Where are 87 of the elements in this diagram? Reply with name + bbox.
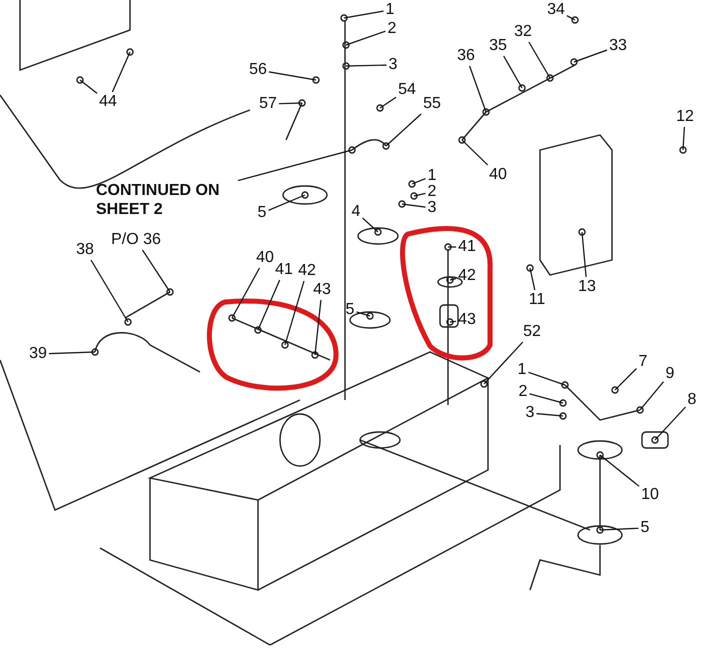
continuation-note: CONTINUED ON SHEET 2: [96, 181, 236, 219]
callout-number: 13: [578, 279, 596, 295]
leader-line: [346, 64, 387, 67]
leader-line: [386, 114, 422, 146]
callout-number: 8: [688, 392, 696, 408]
leader-line: [412, 178, 426, 185]
leader-line: [528, 42, 551, 78]
callout-number: 1: [428, 168, 436, 184]
callout-number: 40: [256, 250, 274, 266]
leader-line: [90, 260, 129, 322]
callout-number: 54: [398, 82, 416, 98]
leader-line: [600, 454, 640, 487]
leader-line: [536, 413, 564, 417]
leader-line: [80, 80, 98, 94]
leader-line: [414, 192, 426, 197]
leader-line: [469, 66, 487, 112]
callout-number: 10: [641, 487, 659, 503]
leader-line: [48, 351, 96, 354]
callout-number: 1: [518, 362, 526, 378]
leader-line: [344, 10, 384, 19]
callout-number: 56: [249, 62, 267, 78]
leader-line: [450, 320, 456, 323]
callout-number: 32: [514, 24, 532, 40]
leader-line: [284, 280, 305, 346]
callout-number: 42: [458, 268, 476, 284]
leader-line: [600, 528, 639, 531]
leader-line: [278, 102, 302, 104]
leader-line: [528, 372, 566, 386]
callout-number: 3: [526, 405, 534, 421]
leader-line: [614, 368, 637, 390]
callout-number: 3: [388, 57, 398, 73]
callout-number: 38: [76, 242, 94, 258]
callout-number: 40: [489, 167, 507, 183]
leader-line: [346, 30, 386, 46]
callout-number: 52: [523, 324, 541, 340]
callout-number: 55: [423, 96, 441, 112]
leader-line: [362, 217, 378, 232]
callout-number: 7: [638, 354, 648, 370]
callout-number: 41: [275, 262, 293, 278]
leader-line: [142, 250, 170, 292]
leader-line: [529, 268, 536, 290]
leader-line: [574, 49, 608, 63]
leader-line: [356, 311, 370, 317]
callout-number: 5: [346, 302, 354, 318]
leader-line: [682, 126, 685, 150]
callout-number: 57: [259, 96, 277, 112]
leader-line: [462, 140, 488, 166]
callout-number: 33: [609, 38, 627, 54]
leader-line: [640, 381, 664, 410]
callout-number: 2: [388, 21, 396, 37]
leader-line: [581, 232, 587, 278]
leader-line: [314, 300, 322, 356]
callout-number: 4: [352, 204, 360, 220]
callout-number: 9: [666, 366, 674, 382]
leader-line: [380, 96, 396, 108]
callout-number: 1: [386, 2, 394, 18]
leader-line: [268, 71, 316, 81]
callout-number: 3: [428, 200, 436, 216]
leader-line: [484, 342, 524, 384]
callout-number: 43: [313, 282, 331, 298]
callout-number: 44: [99, 94, 117, 110]
callout-number: 11: [528, 292, 546, 308]
callout-number: 2: [518, 384, 528, 400]
leader-line: [566, 15, 576, 21]
leader-line: [654, 406, 686, 440]
leader-line: [503, 56, 523, 88]
callout-number: 36: [457, 48, 475, 64]
callout-number: 2: [428, 184, 436, 200]
leader-line: [529, 393, 564, 404]
leader-line: [257, 280, 280, 330]
leader-line: [448, 246, 456, 248]
callout-number: 39: [29, 346, 47, 362]
callout-number: 12: [676, 109, 694, 125]
callout-number: 35: [489, 38, 507, 54]
leader-line: [402, 203, 426, 208]
leader-line: [268, 194, 306, 211]
leader-line: [238, 149, 352, 182]
callout-number: 43: [458, 312, 476, 328]
callout-number: 5: [640, 520, 650, 536]
leader-line: [112, 52, 131, 92]
callout-number: 5: [258, 205, 266, 221]
callout-number: 42: [298, 263, 316, 279]
leader-line: [231, 268, 260, 318]
callout-number: P/O 36: [111, 232, 161, 248]
leader-line: [450, 278, 456, 281]
callout-number: 34: [547, 2, 565, 18]
callout-number: 41: [458, 239, 476, 255]
